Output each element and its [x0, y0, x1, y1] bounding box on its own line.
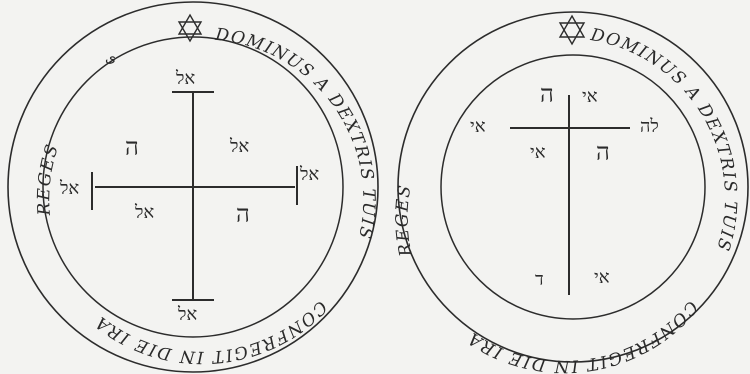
left-glyph-top: אל — [175, 68, 195, 89]
right-glyph-mid-left: אי — [530, 142, 546, 163]
left-cross — [92, 92, 297, 300]
left-glyph-left: אל — [59, 178, 79, 199]
right-inner-ring — [441, 55, 705, 319]
right-glyph-bottom-left: ד — [535, 269, 544, 290]
left-ring-text-left: REGES — [34, 141, 63, 217]
right-ring-text-upper: DOMINUS A DEXTRIS TUIS — [588, 25, 740, 254]
right-star-icon — [560, 16, 584, 44]
left-glyph-bottom: אל — [177, 304, 197, 325]
right-glyph-top-left: ה — [540, 80, 554, 108]
right-cross — [510, 95, 630, 295]
right-glyph-left: אי — [470, 116, 486, 137]
right-glyph-top-right: אי — [582, 86, 598, 107]
left-glyph-quad-bl: אל — [134, 202, 154, 223]
left-glyph-quad-br: ה — [236, 200, 250, 228]
right-glyph-mid-right: ה — [596, 138, 610, 166]
left-glyph-quad-tr: אל — [229, 136, 249, 157]
left-glyph-right: אל — [299, 164, 319, 185]
right-glyph-bottom-right: אי — [594, 267, 610, 288]
right-ring-text-left: REGES — [393, 183, 417, 259]
left-seal: ﯼ DOMINUS A DEXTRIS TUIS CONFREGIT IN DI… — [0, 0, 379, 372]
left-glyph-quad-tl: ה — [125, 133, 139, 161]
right-glyph-right: לה — [640, 116, 659, 137]
left-mark: ﯼ — [105, 50, 116, 66]
